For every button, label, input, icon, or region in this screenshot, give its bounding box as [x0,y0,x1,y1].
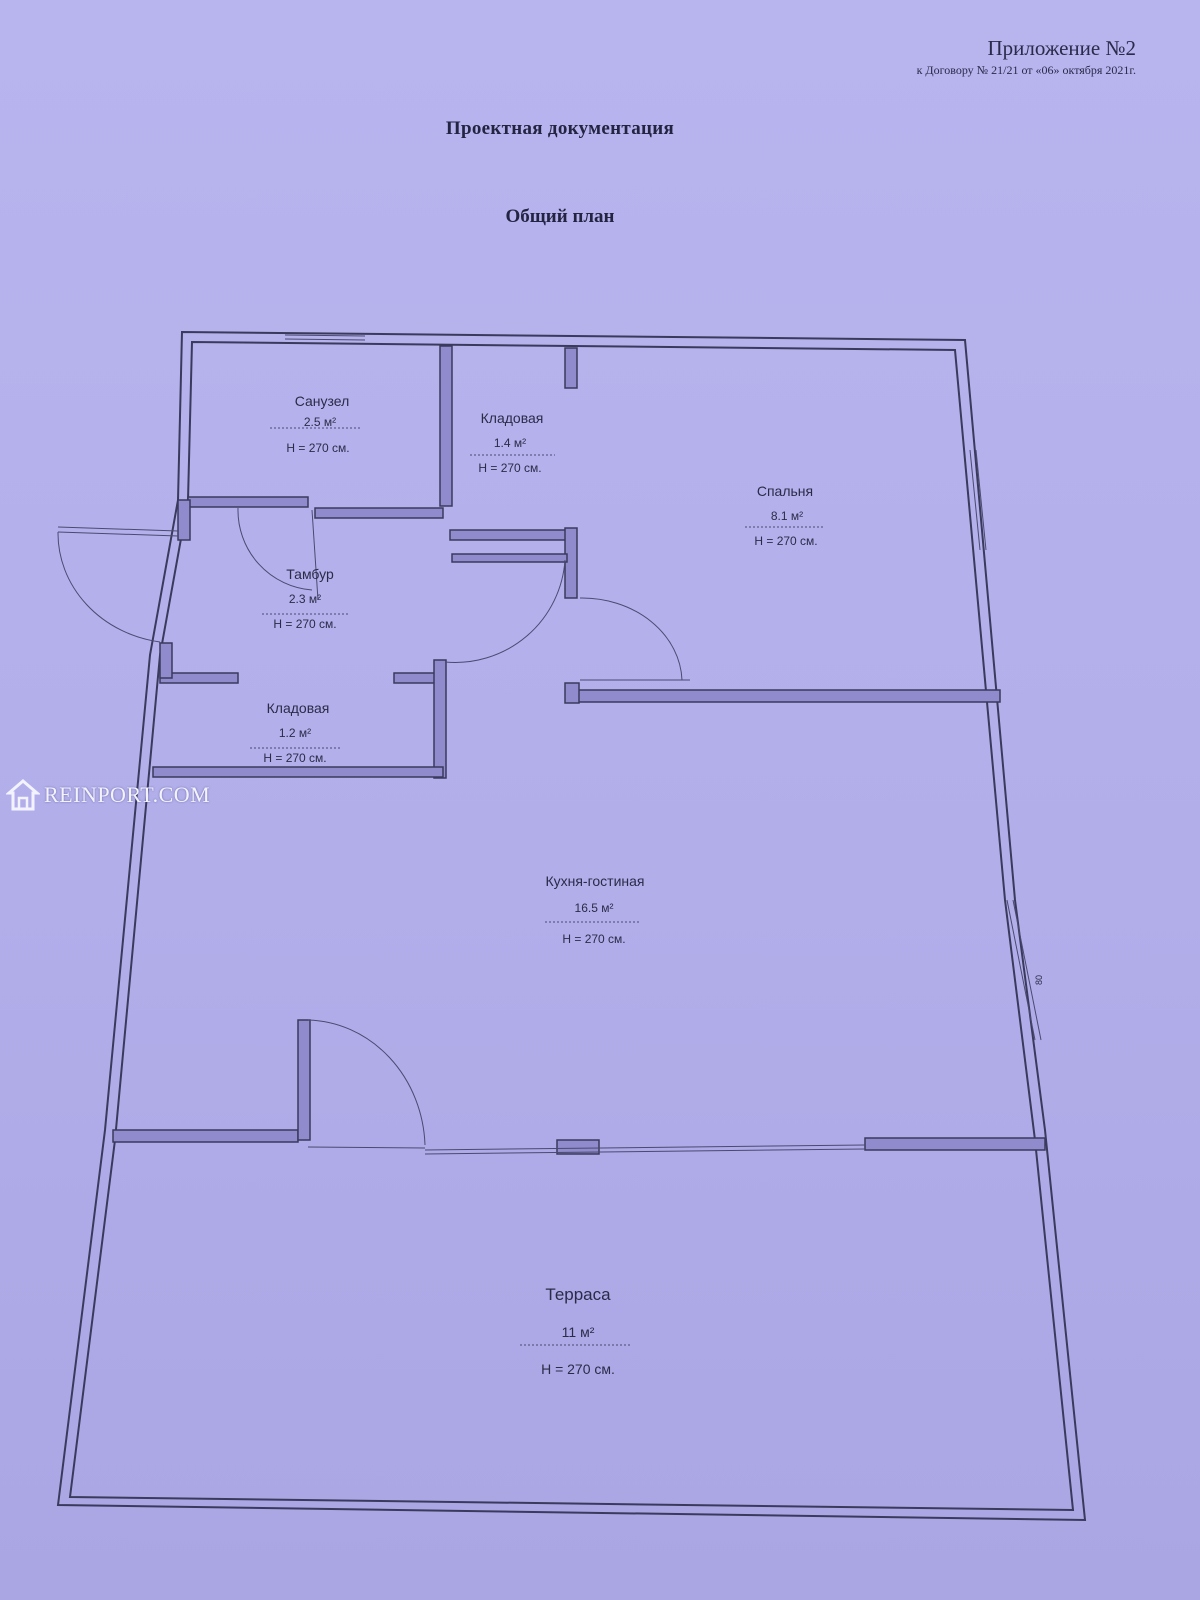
room-storage-bottom-name: Кладовая [267,700,330,716]
window-kitchen-right [1006,899,1036,1041]
room-bathroom-name: Санузел [295,393,350,409]
appendix-subtitle: к Договору № 21/21 от «06» октября 2021г… [916,63,1136,77]
room-storage-bottom-height: H = 270 см. [263,751,326,765]
room-kitchen-living-name: Кухня-гостиная [545,873,644,889]
window-bedroom-right [969,449,981,551]
wall-storage-bottom-right [433,659,447,779]
wall-vestibule-left-top [177,499,191,541]
wall-kitchen-bottom-right [864,1137,1046,1151]
house-icon [6,778,40,812]
wall-storage-bottom-bottom [152,766,444,778]
room-bathroom-height: H = 270 см. [286,441,349,455]
wall-bedroom-bottom [574,689,1001,703]
terrace-door-threshold [307,1146,426,1149]
document-title: Проектная документация [445,118,675,139]
wall-bedroom-jamb [564,682,580,704]
bathroom-door [311,509,319,601]
room-terrace-height: H = 270 см. [541,1361,615,1377]
entrance-door [57,531,179,537]
room-kitchen-living-area: 16.5 м² [575,901,614,915]
room-storage-top-name: Кладовая [481,410,544,426]
room-vestibule-height: H = 270 см. [273,617,336,631]
bedroom-door-swing [579,597,683,681]
appendix-header: Приложение №2 к Договору № 21/21 от «06»… [716,36,1136,78]
room-bedroom-name: Спальня [757,483,813,499]
wall-bathroom-right [439,345,453,507]
watermark: REINPORT.COM [6,778,210,812]
room-bedroom-area: 8.1 м² [771,509,803,523]
window-kitchen-bottom [424,1144,866,1151]
plan-title: Общий план [505,206,615,227]
wall-kitchen-bottom-left [112,1129,299,1143]
kitchen-door-swing [444,559,566,663]
outer-wall [56,330,1087,1522]
room-bathroom-area: 2.5 м² [304,415,336,429]
room-kitchen-living-height: H = 270 см. [562,932,625,946]
entrance-door-swing [57,531,161,643]
wall-vestibule-top [314,507,444,519]
room-storage-top-area: 1.4 м² [494,436,526,450]
terrace-door-swing [307,1019,426,1146]
appendix-title: Приложение №2 [987,36,1137,60]
wall-storage-door-jamb [564,527,578,599]
outer-wall-inner [68,340,1075,1512]
room-vestibule-area: 2.3 м² [289,592,321,606]
room-terrace-area: 11 м² [562,1324,595,1340]
room-vestibule-name: Тамбур [286,566,334,582]
wall-kitchen-pillar [556,1139,600,1155]
wall-kitchen-door-header [451,553,568,563]
wall-vestibule-left-bottom [159,642,173,679]
wall-bathroom-bottom [187,496,309,508]
room-storage-top-height: H = 270 см. [478,461,541,475]
room-storage-bottom-area: 1.2 м² [279,726,311,740]
watermark-text: REINPORT.COM [44,782,211,807]
room-bedroom-height: H = 270 см. [754,534,817,548]
room-terrace-name: Терраса [545,1285,611,1304]
bathroom-door-swing [237,507,313,591]
wall-kitchen-door-jamb [297,1019,311,1141]
window-dimension-label: 80 [1034,975,1044,985]
wall-storage-top-right [564,347,578,389]
window-top-bathroom [284,334,366,337]
wall-storage-top-bottom [449,529,569,541]
